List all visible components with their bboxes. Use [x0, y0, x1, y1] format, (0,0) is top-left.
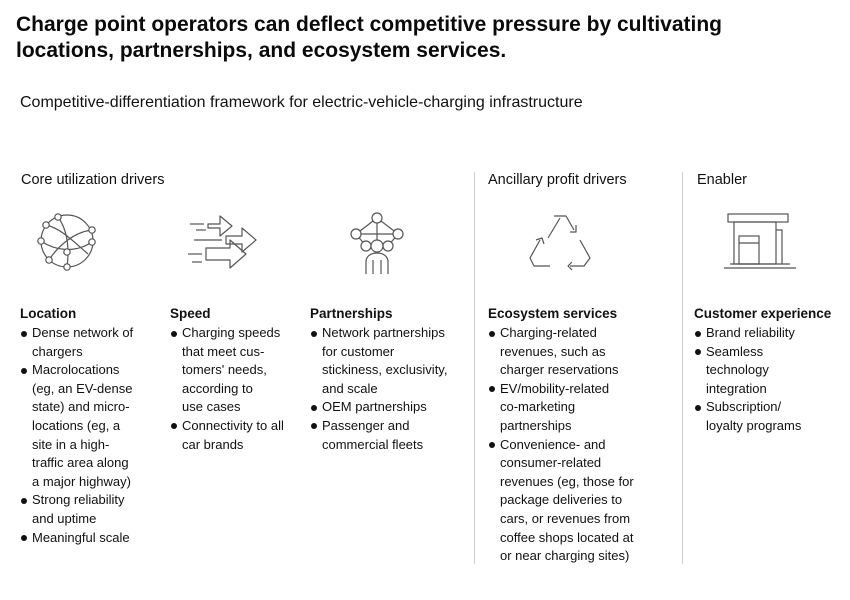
- bullet-text-line: Macrolocations: [32, 362, 120, 378]
- bullet-text-line: integration: [706, 380, 767, 396]
- bullet-text-line: a major highway): [32, 473, 131, 489]
- bullet-text-line: Network partnerships: [322, 325, 445, 340]
- bullet-text-line: EV/mobility-related: [500, 380, 610, 396]
- charging-station-icon: [724, 210, 796, 272]
- bullet-text-line: Dense network of: [32, 325, 134, 340]
- bullet-text-line: Brand reliability: [706, 325, 795, 340]
- bullet-text-line: consumer-related: [500, 455, 602, 471]
- bullet-text-line: tomers' needs,: [182, 362, 267, 378]
- bullet-item: Charging-related revenues, such as charger…: [488, 324, 674, 380]
- people-network-icon: [344, 210, 410, 276]
- bullet-text-line: revenues, such as: [500, 343, 606, 359]
- group-heading-ancillary: Ancillary profit drivers: [488, 172, 627, 188]
- bullet-text-line: Passenger and: [322, 417, 410, 433]
- bullet-item: Network partnerships for customer stickine…: [310, 324, 470, 398]
- network-globe-icon: [36, 210, 98, 272]
- bullet-item: Strong reliability and uptime: [20, 491, 160, 528]
- bullet-text-line: Meaningful scale: [32, 529, 130, 545]
- bullet-list-partnerships: Network partnerships for customer stickine…: [310, 324, 470, 454]
- bullet-item: Convenience- and consumer-related revenues…: [488, 436, 674, 566]
- bullet-text-line: (eg, an EV-dense: [32, 380, 133, 396]
- recycle-triangle-icon: [526, 210, 596, 272]
- bullet-item: Brand reliability: [694, 324, 844, 343]
- bullet-text-line: Strong reliability: [32, 492, 125, 508]
- headline-line-2: locations, partnerships, and ecosystem s…: [16, 39, 507, 62]
- bullet-text-line: commercial fleets: [322, 436, 424, 452]
- bullet-text-line: coffee shops located at: [500, 529, 634, 545]
- bullet-text-line: traffic area along: [32, 455, 129, 471]
- column-title-speed: Speed: [170, 306, 211, 321]
- bullet-item: Charging speeds that meet cus-tomers' nee…: [170, 324, 305, 417]
- bullet-text-line: Charging speeds: [182, 325, 281, 340]
- bullet-text-line: stickiness, exclusivity,: [322, 362, 448, 378]
- bullet-item: Meaningful scale: [20, 529, 160, 548]
- bullet-text-line: and scale: [322, 380, 378, 396]
- column-title-partnerships: Partnerships: [310, 306, 393, 321]
- bullet-text-line: Charging-related: [500, 325, 597, 340]
- bullet-text-line: Seamless: [706, 343, 764, 359]
- bullet-text-line: according to: [182, 380, 253, 396]
- divider-ancillary-enabler: [682, 172, 683, 564]
- bullet-list-speed: Charging speeds that meet cus-tomers' nee…: [170, 324, 305, 454]
- bullet-item: OEM partnerships: [310, 398, 470, 417]
- bullet-text-line: partnerships: [500, 417, 572, 433]
- divider-core-ancillary: [474, 172, 475, 564]
- bullet-text-line: OEM partnerships: [322, 399, 427, 415]
- bullet-item: Subscription/loyalty programs: [694, 398, 844, 435]
- bullet-text-line: cars, or revenues from: [500, 510, 631, 526]
- bullet-text-line: charger reservations: [500, 362, 619, 378]
- bullet-text-line: for customer: [322, 343, 395, 359]
- group-heading-enabler: Enabler: [697, 172, 747, 188]
- bullet-item: Connectivity to all car brands: [170, 417, 305, 454]
- bullet-text-line: and uptime: [32, 510, 97, 526]
- bullet-text-line: revenues (eg, those for: [500, 473, 634, 489]
- bullet-item: Seamless technology integration: [694, 343, 844, 399]
- column-title-customer-experience: Customer experience: [694, 306, 832, 321]
- bullet-item: Macrolocations (eg, an EV-dense state) and…: [20, 361, 160, 491]
- bullet-item: Dense network of chargers: [20, 324, 160, 361]
- bullet-text-line: package deliveries to: [500, 492, 623, 508]
- bullet-text-line: car brands: [182, 436, 244, 452]
- column-title-ecosystem-services: Ecosystem services: [488, 306, 618, 321]
- speed-arrows-icon: [186, 210, 266, 272]
- bullet-text-line: or near charging sites): [500, 548, 630, 564]
- bullet-text-line: co-marketing: [500, 399, 576, 415]
- bullet-text-line: Convenience- and: [500, 436, 606, 452]
- bullet-text-line: technology: [706, 362, 769, 378]
- bullet-list-ecosystem-services: Charging-related revenues, such as charger…: [488, 324, 674, 566]
- bullet-text-line: locations (eg, a: [32, 417, 121, 433]
- column-title-location: Location: [20, 306, 77, 321]
- headline: Charge point operators can deflect compe…: [16, 12, 816, 64]
- bullet-item: EV/mobility-related co-marketing partnersh…: [488, 380, 674, 436]
- bullet-text-line: Subscription/: [706, 399, 782, 415]
- exhibit-subtitle: Competitive-differentiation framework fo…: [20, 94, 583, 111]
- bullet-text-line: that meet cus-: [182, 343, 265, 359]
- bullet-text-line: state) and micro-: [32, 399, 130, 415]
- headline-line-1: Charge point operators can deflect compe…: [16, 13, 723, 36]
- bullet-text-line: site in a high-: [32, 436, 110, 452]
- bullet-text-line: loyalty programs: [706, 417, 802, 433]
- bullet-text-line: chargers: [32, 343, 83, 359]
- bullet-item: Passenger and commercial fleets: [310, 417, 470, 454]
- group-heading-core: Core utilization drivers: [21, 172, 165, 188]
- bullet-text-line: use cases: [182, 399, 241, 415]
- bullet-text-line: Connectivity to all: [182, 417, 284, 433]
